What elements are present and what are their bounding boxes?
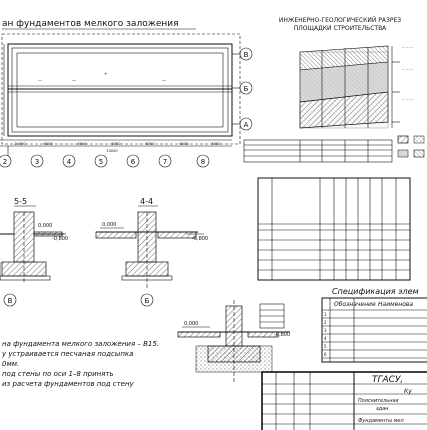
note-line: на фундамента мелкого заложения – В15. xyxy=(2,340,160,348)
foundation-outer xyxy=(7,43,233,137)
plan-title: ан фундаментов мелкого заложения xyxy=(2,19,179,29)
title-block: ТГАСУ, Ку Пояснительная здан Фундаменты … xyxy=(261,371,427,430)
plan-axis-letters: В Б А xyxy=(239,47,253,131)
section-4-4: 4-4 0,000 Б -0,800 xyxy=(95,197,208,307)
calculation-table xyxy=(257,177,411,281)
stamp-desc: Пояснительная xyxy=(358,398,399,404)
level-mark: -0,800 xyxy=(52,236,68,242)
spec-row-number: 4 xyxy=(324,336,327,341)
axis-letter: В xyxy=(244,51,249,59)
section-footing-detail: 0,000 -0,800 xyxy=(177,300,290,384)
section-label: 4-4 xyxy=(140,197,153,206)
level-mark: 0,000 xyxy=(102,222,116,228)
level-mark: -0,800 xyxy=(274,332,290,338)
axis-number: 6 xyxy=(131,158,136,166)
svg-text:—: — xyxy=(72,78,76,83)
axis-letter: В xyxy=(8,297,13,305)
svg-text:24000: 24000 xyxy=(14,142,25,146)
axis-letter: Б xyxy=(244,85,249,93)
svg-text:6000: 6000 xyxy=(146,142,155,146)
axis-number: 8 xyxy=(201,158,205,166)
plan-dimensions: 24000 6000 6000 6000 6000 6000 6000 2400… xyxy=(14,142,220,153)
axis-letter: А xyxy=(244,121,249,129)
spec-title: Спецификация элем xyxy=(332,287,419,296)
note-line: из расчета фундаментов под стену xyxy=(2,380,134,388)
foundation-plan: ан фундаментов мелкого заложения В Б А —… xyxy=(0,19,253,168)
spec-row-number: 1 xyxy=(324,312,327,317)
axis-number: 7 xyxy=(163,158,167,166)
svg-text:6000: 6000 xyxy=(78,142,87,146)
note-line: у устраивается песчаная подсыпка xyxy=(2,350,134,358)
specification: Спецификация элем Обозначение Наименова … xyxy=(321,287,427,363)
geology-title-line1: ИНЖЕНЕРНО-ГЕОЛОГИЧЕСКИЙ РАЗРЕЗ xyxy=(279,17,401,24)
level-mark: 0,000 xyxy=(38,223,52,229)
spec-col-designation: Обозначение xyxy=(334,301,376,308)
level-mark: -0,800 xyxy=(192,236,208,242)
stamp-org: ТГАСУ, xyxy=(372,375,403,385)
spec-col-name: Наименова xyxy=(378,301,413,308)
axis-number: 4 xyxy=(67,158,72,166)
svg-text:6000: 6000 xyxy=(44,142,53,146)
spec-row-number: 2 xyxy=(324,320,327,325)
section-5-5: 5-5 В 0,000 -0,800 xyxy=(0,197,68,307)
depth-scale: — — — — — — — — — xyxy=(391,45,413,128)
svg-text:— — —: — — — xyxy=(402,67,413,71)
svg-text:— — —: — — — xyxy=(402,97,413,101)
level-mark: 0,000 xyxy=(184,321,198,327)
plan-axis-numbers: 2 3 4 5 6 7 8 xyxy=(0,146,210,168)
svg-text:— — —: — — — xyxy=(402,45,413,49)
svg-text:24000: 24000 xyxy=(106,149,117,153)
axis-number: 5 xyxy=(99,158,103,166)
svg-text:—: — xyxy=(162,78,166,83)
svg-text:+: + xyxy=(104,71,107,76)
spec-row-number: 6 xyxy=(324,352,327,357)
note-line: под стены по оси 1–8 принять xyxy=(2,370,114,378)
axis-letter: Б xyxy=(145,297,150,305)
stamp-sheet: Ку xyxy=(404,388,412,395)
axis-number: 2 xyxy=(3,158,7,166)
stamp-desc: здан xyxy=(376,406,389,412)
svg-text:6000: 6000 xyxy=(212,142,221,146)
svg-text:—: — xyxy=(38,78,42,83)
axis-number: 3 xyxy=(35,158,39,166)
section-label: 5-5 xyxy=(14,197,27,206)
stamp-desc: Фундаменты мел xyxy=(358,418,404,424)
svg-text:6000: 6000 xyxy=(180,142,189,146)
spec-row-number: 5 xyxy=(324,344,327,349)
spec-row-number: 3 xyxy=(324,328,327,333)
geology-title-line2: ПЛОЩАДКИ СТРОИТЕЛЬСТВА xyxy=(294,25,387,32)
geological-section: ИНЖЕНЕРНО-ГЕОЛОГИЧЕСКИЙ РАЗРЕЗ ПЛОЩАДКИ … xyxy=(243,17,425,163)
note-line: 0мм. xyxy=(2,360,20,368)
svg-text:6000: 6000 xyxy=(112,142,121,146)
